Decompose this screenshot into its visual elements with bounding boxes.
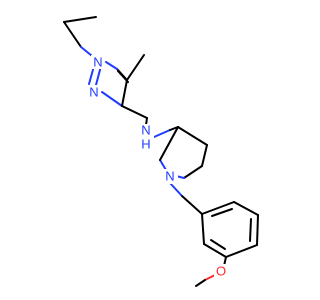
svg-text:O: O (216, 264, 226, 279)
svg-text:N: N (165, 169, 174, 184)
propyl-chain (63, 16, 98, 61)
benzene-ring (201, 201, 259, 258)
amine-label: N H (139, 123, 154, 152)
methoxy-o-label: O (214, 264, 229, 279)
pyrazole-n2-label: N (87, 85, 101, 100)
benzyl-linker (169, 182, 203, 215)
svg-text:N: N (141, 123, 150, 138)
svg-text:N: N (89, 85, 98, 100)
molecule-structure: N N N H N O (63, 16, 259, 287)
svg-text:N: N (93, 55, 102, 70)
pyrazole-n1-label: N (91, 55, 105, 70)
svg-text:H: H (141, 137, 150, 152)
piperidine-ring (159, 126, 208, 179)
piperidine-n-label: N (163, 169, 178, 184)
